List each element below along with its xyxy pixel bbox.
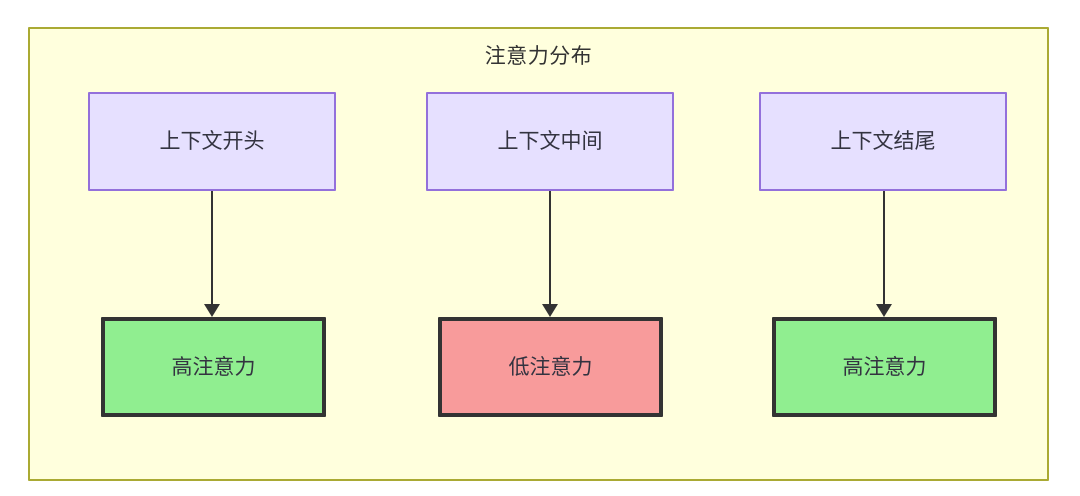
diagram-title: 注意力分布 (484, 45, 593, 68)
node-context-middle[interactable]: 上下文中间 (426, 92, 674, 191)
node-context-end[interactable]: 上下文结尾 (759, 92, 1007, 191)
node-attention-start[interactable]: 高注意力 (101, 317, 326, 417)
node-attention-middle[interactable]: 低注意力 (438, 317, 663, 417)
node-attention-end[interactable]: 高注意力 (772, 317, 997, 417)
node-context-start[interactable]: 上下文开头 (88, 92, 336, 191)
